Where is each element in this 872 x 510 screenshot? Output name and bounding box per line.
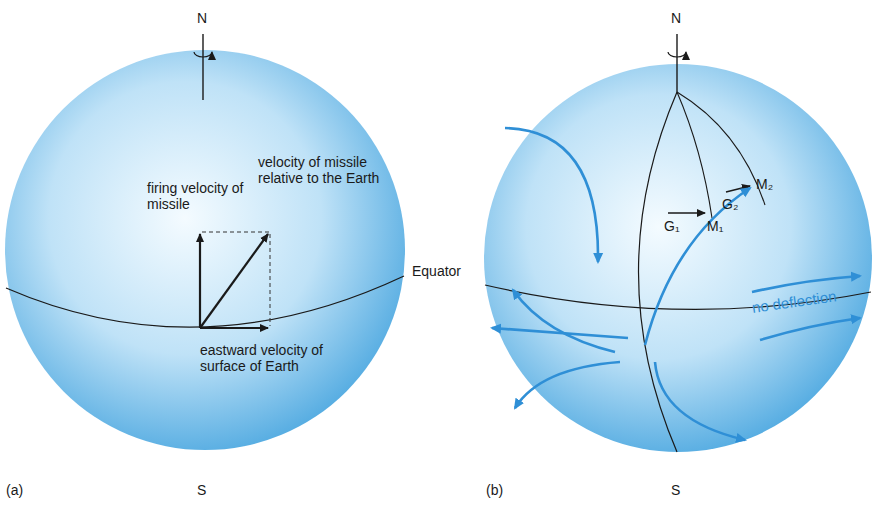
point-label: G₁ [664, 218, 680, 234]
deflection-arrows [492, 128, 860, 440]
deflection-arrow [655, 362, 745, 440]
ground-velocity [668, 212, 705, 213]
point-label: G₂ [722, 196, 738, 212]
deflection-arrow [760, 318, 860, 340]
resultant-vector [200, 234, 268, 328]
rotation-arrow [194, 52, 212, 57]
meridian [677, 92, 765, 205]
deflection-arrow [515, 362, 620, 408]
deflection-arrow [492, 328, 628, 338]
sphere-a [5, 34, 405, 450]
vector-label: firing velocity of missile [147, 180, 247, 212]
deflection-arrow [513, 290, 615, 352]
equator-label: Equator [412, 263, 461, 279]
sphere-b [484, 34, 872, 452]
axis [676, 34, 677, 92]
rotation-arrow [668, 52, 686, 57]
vector-label: eastward velocity of surface of Earth [200, 342, 340, 374]
meridian [677, 92, 712, 218]
axis [202, 34, 203, 100]
pole-label: N [197, 10, 207, 26]
missile-path [645, 188, 750, 345]
firing-vector [199, 234, 201, 328]
point-label: M₂ [756, 176, 773, 192]
dashed-construction [202, 232, 270, 326]
meridian [639, 92, 678, 452]
globe [484, 64, 872, 452]
panel-label: (a) [6, 482, 23, 498]
vector-label: velocity of missile relative to the Eart… [258, 154, 408, 186]
pole-label: S [197, 482, 206, 498]
panel-label: (b) [486, 482, 503, 498]
point-label: M₁ [707, 218, 723, 234]
globe [5, 50, 405, 450]
pole-label: S [671, 482, 680, 498]
deflection-arrow [752, 276, 860, 292]
pole-label: N [671, 10, 681, 26]
eastward-vector [200, 327, 268, 329]
deflection-arrow [505, 128, 598, 262]
